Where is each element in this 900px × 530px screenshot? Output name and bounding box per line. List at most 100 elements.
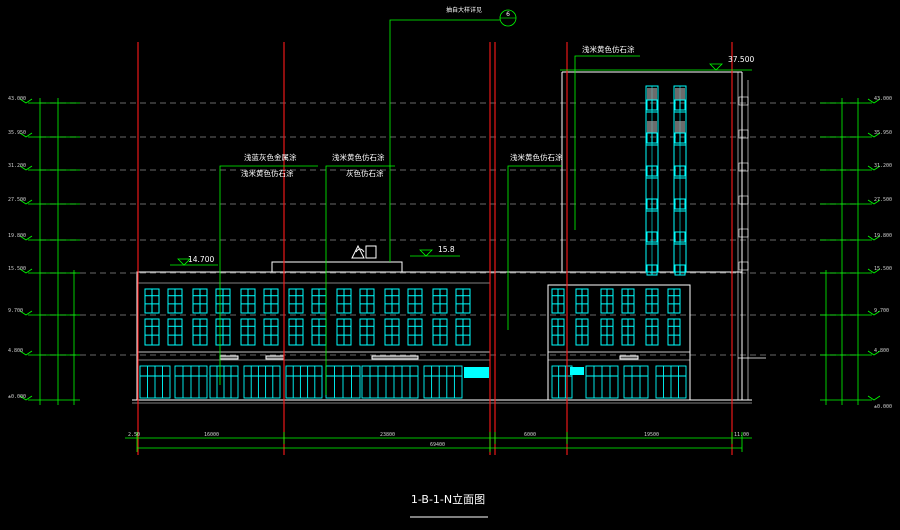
window xyxy=(144,318,160,346)
storefront-bay xyxy=(243,365,281,399)
storefront-bay xyxy=(423,365,463,399)
elevation-left-roof: 14.700 xyxy=(188,255,214,264)
window xyxy=(667,318,681,346)
elevation-center-roof: 15.8 xyxy=(438,245,455,254)
elevation-top: 37.500 xyxy=(728,55,754,64)
window xyxy=(263,318,279,346)
right-elev-7: 4.800 xyxy=(874,348,889,354)
storefront-bay xyxy=(209,365,239,399)
dim-label-0: 2.50 xyxy=(128,432,140,438)
detail-symbol: 6 xyxy=(499,9,517,27)
detail-symbol-number: 6 xyxy=(506,11,510,18)
material-label-right: 浅米黄色仿石涂 xyxy=(510,152,563,162)
tower-window xyxy=(674,99,686,111)
window xyxy=(167,288,183,314)
window xyxy=(645,318,659,346)
window xyxy=(667,288,681,314)
building-outline xyxy=(132,71,766,404)
window xyxy=(600,318,614,346)
window xyxy=(240,318,256,346)
material-label-center-1: 浅米黄色仿石涂 xyxy=(332,152,385,162)
right-elev-6: 9.700 xyxy=(874,308,889,314)
material-label-tower: 浅米黄色仿石涂 xyxy=(582,44,635,54)
left-elev-7: 4.800 xyxy=(8,348,23,354)
tower-window xyxy=(674,198,686,210)
tower-window-strips xyxy=(645,85,687,273)
building-logo xyxy=(351,244,377,259)
tower-window xyxy=(646,198,658,210)
left-elev-3: 27.500 xyxy=(8,197,26,203)
window xyxy=(600,288,614,314)
window xyxy=(384,318,400,346)
tower-window xyxy=(674,231,686,243)
storefront-bay xyxy=(655,365,687,399)
window xyxy=(432,288,448,314)
window xyxy=(575,288,589,314)
left-elev-6: 9.700 xyxy=(8,308,23,314)
window xyxy=(621,318,635,346)
tower-side-details xyxy=(738,96,749,271)
window xyxy=(407,318,423,346)
window xyxy=(288,288,304,314)
right-elev-4: 19.800 xyxy=(874,233,892,239)
dim-label-5: 11.00 xyxy=(734,432,749,438)
leader-lines xyxy=(170,19,752,395)
storefront-bay xyxy=(585,365,619,399)
tower-window xyxy=(646,132,658,144)
dimension-lines xyxy=(125,432,752,452)
window xyxy=(455,288,471,314)
storefront-bay xyxy=(139,365,171,399)
right-elev-5: 15.500 xyxy=(874,266,892,272)
left-elev-1: 35.950 xyxy=(8,130,26,136)
tower-window xyxy=(674,165,686,177)
tower-window xyxy=(646,99,658,111)
storefront-bay xyxy=(325,365,361,399)
window xyxy=(551,288,565,314)
tower-window xyxy=(646,264,658,276)
tower-window-shading xyxy=(647,88,685,133)
left-elev-0: 43.000 xyxy=(8,96,26,102)
right-elev-3: 27.500 xyxy=(874,197,892,203)
window xyxy=(192,288,208,314)
grid-axis-lines xyxy=(137,42,733,455)
window xyxy=(167,318,183,346)
window xyxy=(575,318,589,346)
ground-storefront xyxy=(139,365,687,399)
elevation-markers xyxy=(177,63,723,266)
storefront-bay xyxy=(551,365,573,399)
left-elevation-axis xyxy=(19,98,80,405)
left-elev-2: 31.200 xyxy=(8,163,26,169)
signage-left xyxy=(464,367,489,378)
window xyxy=(144,288,160,314)
window xyxy=(336,288,352,314)
storefront-bay xyxy=(623,365,649,399)
window xyxy=(215,288,231,314)
upper-windows xyxy=(144,99,686,346)
dim-label-2: 23800 xyxy=(380,432,395,438)
tower-window xyxy=(646,231,658,243)
window xyxy=(384,288,400,314)
drawing-title: 1-B-1-N立面图 xyxy=(411,492,485,506)
material-label-center-2: 灰色仿石涂 xyxy=(346,168,384,178)
window xyxy=(455,318,471,346)
window xyxy=(645,288,659,314)
right-elev-2: 31.200 xyxy=(874,163,892,169)
material-label-left-1: 浅蓝灰色金属涂 xyxy=(244,152,297,162)
left-elev-4: 19.800 xyxy=(8,233,26,239)
entrance-canopies xyxy=(219,355,639,360)
window xyxy=(407,288,423,314)
top-note: 抽自大样详见 xyxy=(446,6,482,14)
floor-level-lines xyxy=(40,102,860,356)
material-label-left-2: 浅米黄色仿石涂 xyxy=(241,168,294,178)
storefront-bay xyxy=(174,365,208,399)
window xyxy=(240,288,256,314)
dim-label-3: 6000 xyxy=(524,432,536,438)
tower-window xyxy=(646,165,658,177)
right-elev-1: 35.950 xyxy=(874,130,892,136)
window xyxy=(551,318,565,346)
dim-label-4: 19500 xyxy=(644,432,659,438)
window xyxy=(432,318,448,346)
window xyxy=(215,318,231,346)
window xyxy=(359,288,375,314)
